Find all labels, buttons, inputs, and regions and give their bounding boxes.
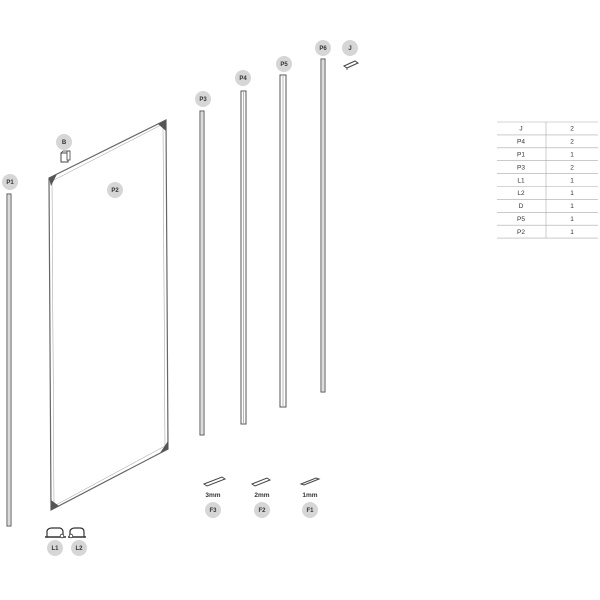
spacer-f3-size: 3mm xyxy=(205,492,220,499)
badge-p2: P2 xyxy=(107,182,123,198)
table-cell-qty: 2 xyxy=(570,139,574,146)
spacer-f1 xyxy=(299,477,321,486)
badge-p5-label: P5 xyxy=(280,62,288,68)
badge-l1: L1 xyxy=(47,540,63,556)
glass-panel-p2 xyxy=(48,119,169,511)
table-cell-part: P5 xyxy=(517,216,525,223)
table-cell-qty: 1 xyxy=(570,190,574,197)
badge-f2: F2 xyxy=(254,502,270,518)
spacer-f2 xyxy=(250,477,272,487)
table-row: L2 1 xyxy=(497,190,598,200)
badge-f1: F1 xyxy=(302,502,318,518)
table-row: P5 1 xyxy=(497,216,598,226)
profile-p4 xyxy=(240,90,247,425)
badge-p2-label: P2 xyxy=(111,188,119,194)
table-row: L1 1 xyxy=(497,177,598,187)
badge-f2-label: F2 xyxy=(258,508,266,514)
badge-p4: P4 xyxy=(235,70,251,86)
badge-p3: P3 xyxy=(195,91,211,107)
badge-p6-label: P6 xyxy=(319,46,327,52)
table-row: P2 1 xyxy=(497,229,598,239)
table-cell-qty: 1 xyxy=(570,229,574,236)
badge-p1-label: P1 xyxy=(6,180,14,186)
spacer-f3 xyxy=(202,476,227,487)
badge-l2-label: L2 xyxy=(75,546,83,552)
profile-p3 xyxy=(199,110,205,436)
badge-p3-label: P3 xyxy=(199,97,207,103)
badge-p6: P6 xyxy=(315,40,331,56)
spacer-f2-size: 2mm xyxy=(254,492,269,499)
table-row: P4 2 xyxy=(497,139,598,149)
badge-f1-label: F1 xyxy=(306,508,314,514)
table-row: P1 1 xyxy=(497,152,598,161)
badge-p5: P5 xyxy=(276,56,292,72)
badge-b-label: B xyxy=(62,140,67,146)
clip-l2 xyxy=(68,527,86,539)
clip-l1 xyxy=(45,527,66,539)
table-cell-part: P2 xyxy=(517,229,525,236)
table-cell-part: P4 xyxy=(517,139,525,146)
joint-j xyxy=(342,60,360,70)
badge-l1-label: L1 xyxy=(51,546,59,552)
bracket-b xyxy=(60,150,71,163)
table-cell-qty: 2 xyxy=(570,164,574,171)
profile-p6 xyxy=(320,58,326,393)
table-cell-qty: 1 xyxy=(570,177,574,184)
table-cell-qty: 1 xyxy=(570,203,574,210)
table-cell-part: L1 xyxy=(517,177,525,184)
table-cell-part: P1 xyxy=(517,152,525,159)
table-cell-part: D xyxy=(519,203,524,210)
badge-f3-label: F3 xyxy=(209,508,217,514)
profile-p5 xyxy=(279,74,287,408)
table-cell-part: J xyxy=(519,126,522,133)
badge-l2: L2 xyxy=(71,540,87,556)
table-cell-qty: 2 xyxy=(570,126,574,133)
badge-p4-label: P4 xyxy=(239,76,247,82)
table-cell-part: P3 xyxy=(517,164,525,171)
table-row: P3 2 xyxy=(497,164,598,174)
table-cell-qty: 1 xyxy=(570,152,574,159)
badge-j-label: J xyxy=(348,46,351,52)
table-cell-part: L2 xyxy=(517,190,525,197)
badge-j: J xyxy=(342,40,358,56)
badge-b: B xyxy=(56,134,72,150)
badge-p1: P1 xyxy=(2,174,18,190)
table-cell-qty: 1 xyxy=(570,216,574,223)
profile-p1 xyxy=(6,193,12,527)
badge-f3: F3 xyxy=(205,502,221,518)
spacer-f1-size: 1mm xyxy=(302,492,317,499)
